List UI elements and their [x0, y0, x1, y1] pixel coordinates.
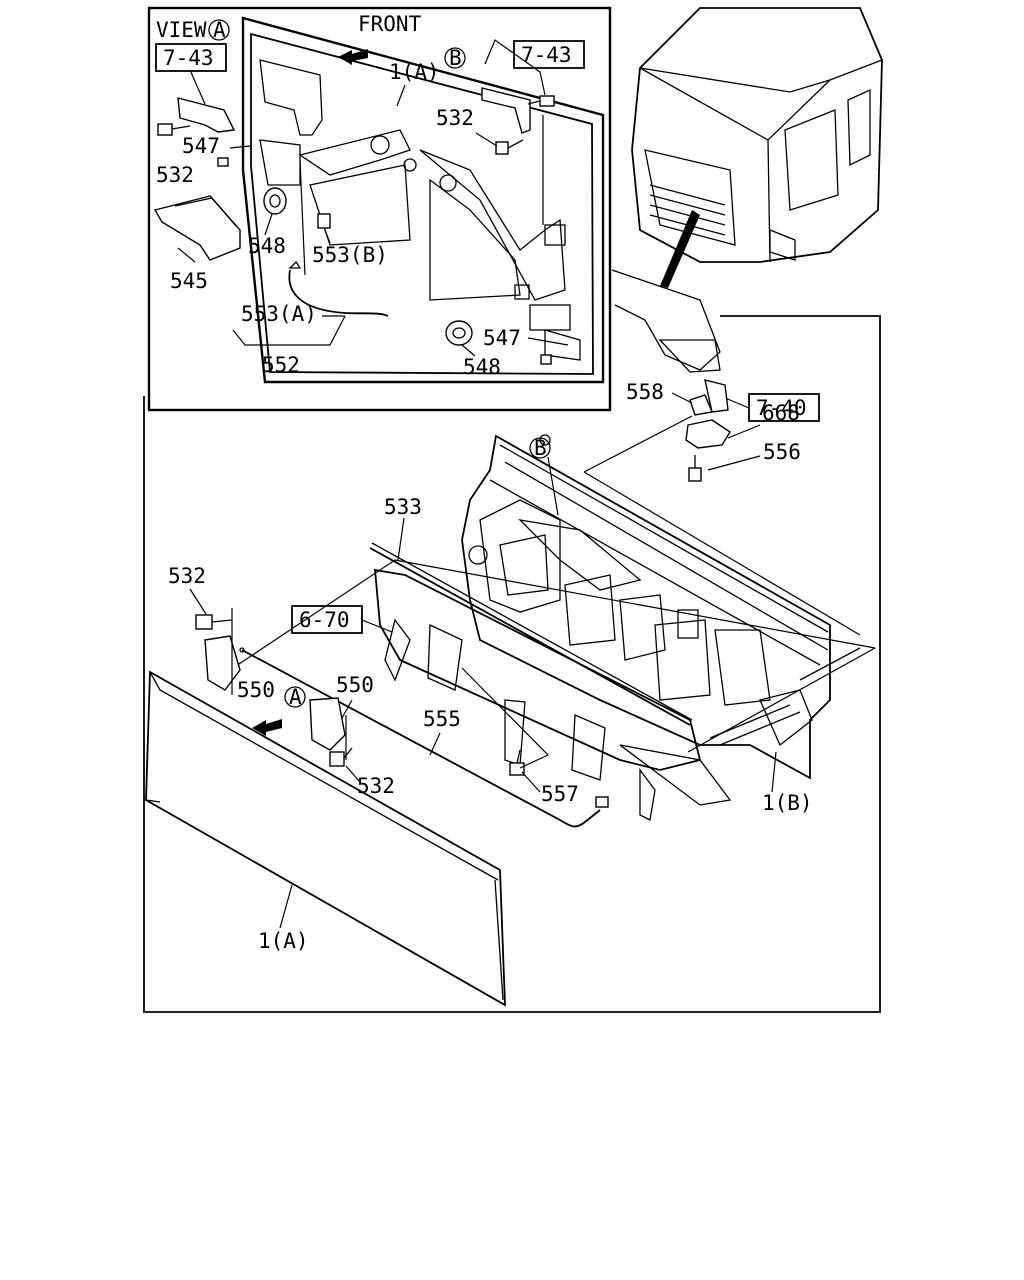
callout-548-inset-right: 548 — [463, 355, 501, 379]
marker-b-inset-letter: B — [449, 46, 462, 70]
callout-1b: 1(B) — [762, 791, 813, 815]
bolt-7-43-right-icon — [527, 95, 555, 107]
ref-box-7-40-text: 7-40 — [756, 396, 807, 420]
bolt-532-main-left-icon — [195, 614, 233, 630]
bolt-532-main-right-icon — [329, 747, 353, 767]
cable-555: 555 — [239, 647, 609, 828]
callout-532-inset-right: 532 — [436, 106, 474, 130]
view-a-inset: VIEW A FRONT 7-43 7-43 B — [147, 6, 612, 412]
front-arrow-icon — [338, 49, 368, 65]
callout-558: 558 — [626, 380, 664, 404]
group-7-40: 7-40 558 668 556 — [583, 269, 820, 482]
callout-532-main-right: 532 — [357, 774, 395, 798]
callout-555: 555 — [423, 707, 461, 731]
callout-557: 557 — [541, 782, 579, 806]
cross-member: 6-70 — [291, 568, 732, 821]
grommet-548-icon — [263, 187, 287, 215]
marker-b-main — [529, 437, 551, 459]
callout-548-inset-left: 548 — [248, 234, 286, 258]
view-circle — [208, 19, 230, 41]
callout-552: 552 — [262, 353, 300, 377]
part-545 — [153, 195, 241, 261]
callout-547-inset-right: 547 — [483, 326, 521, 350]
cab-pointer — [660, 210, 700, 288]
marker-a-main-letter: A — [289, 685, 302, 709]
ref-box-7-43-right-text: 7-43 — [521, 43, 572, 67]
callout-545: 545 — [170, 269, 208, 293]
ref-box-6-70 — [291, 605, 363, 634]
callout-1a-inset: 1(A) — [389, 60, 440, 84]
callout-533: 533 — [384, 495, 422, 519]
callout-532-left-a: 532 — [156, 163, 194, 187]
bracket-550-right — [309, 697, 346, 751]
callout-553a: 553(A) — [241, 302, 317, 326]
strip-533: 533 — [369, 495, 693, 726]
view-circle-letter: A — [213, 18, 226, 42]
part-668 — [685, 419, 731, 449]
forward-arrow-icon — [252, 719, 282, 736]
bracket-550-left — [204, 635, 241, 691]
view-label: VIEW — [156, 18, 207, 42]
callout-553b: 553(B) — [312, 243, 388, 267]
callout-556: 556 — [763, 440, 801, 464]
callout-550-left: 550 — [237, 678, 275, 702]
marker-a-main — [284, 686, 306, 708]
grommet-548-right-icon — [445, 320, 473, 346]
bolt-532-icon — [157, 123, 191, 136]
cable-552 — [288, 269, 389, 317]
truck-cab — [631, 7, 883, 288]
clip-553b-icon — [317, 213, 331, 229]
bolt-556-icon — [688, 455, 702, 482]
clip-547-right-icon — [540, 354, 552, 365]
firewall-assembly: B — [461, 434, 861, 780]
marker-b-main-letter: B — [534, 436, 547, 460]
callout-532-main-left: 532 — [168, 564, 206, 588]
ref-box-7-43-right — [513, 40, 585, 69]
callout-550-right: 550 — [336, 673, 374, 697]
marker-b-inset — [444, 47, 466, 69]
callout-1a-main: 1(A) — [258, 929, 309, 953]
bracket-left — [177, 97, 236, 133]
ref-box-7-43-left-text: 7-43 — [163, 46, 214, 70]
clip-547-icon — [217, 157, 229, 167]
callout-547-left: 547 — [182, 134, 220, 158]
front-label: FRONT — [358, 12, 422, 36]
bolt-532-inset-right-icon — [495, 139, 524, 155]
inset-frame — [147, 6, 612, 412]
main-frame — [143, 315, 881, 1013]
bracket-right — [481, 87, 531, 134]
clip-557-icon — [509, 749, 525, 776]
front-panel-1a: 1(A) — [145, 670, 506, 1007]
callout-668: 668 — [762, 401, 800, 425]
ref-box-6-70-text: 6-70 — [299, 608, 350, 632]
